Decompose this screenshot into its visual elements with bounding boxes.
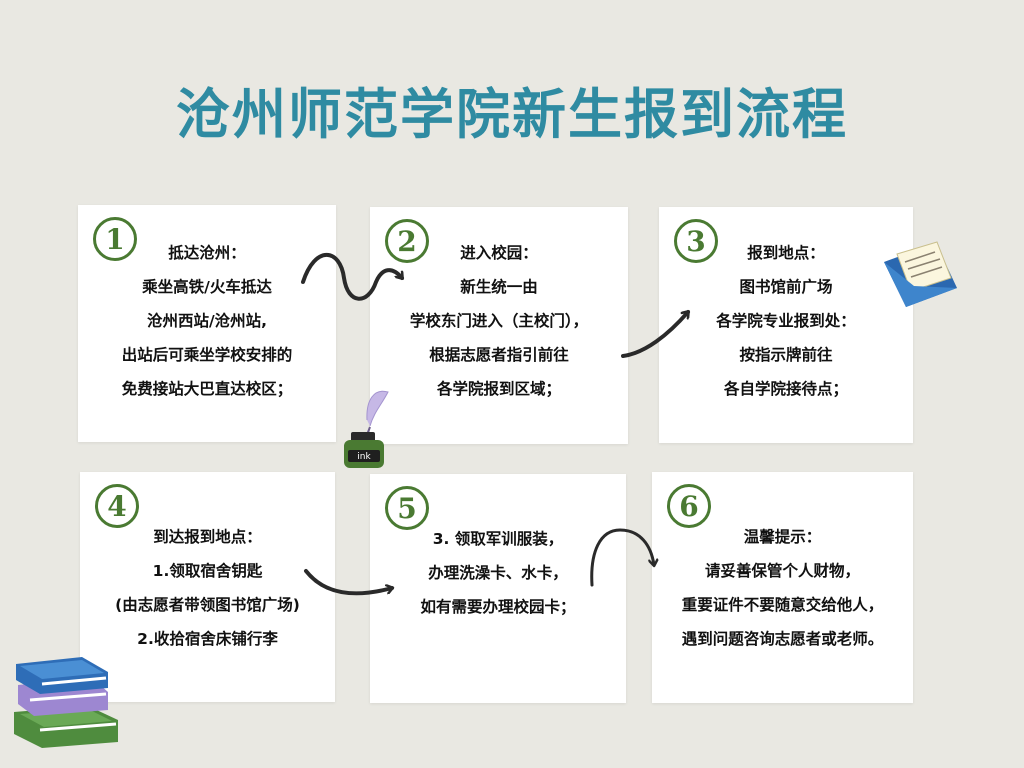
step-text-3: 报到地点： 图书馆前广场 各学院专业报到处： 按指示牌前往 各自学院接待点； [659, 236, 913, 406]
step-6-line: 重要证件不要随意交给他人， [681, 596, 884, 614]
flow-arrow-2-3 [621, 312, 690, 358]
step-4-line: (由志愿者带领图书馆广场) [115, 596, 300, 614]
book-stack-icon [14, 657, 118, 748]
step-4-line: 2.收拾宿舍床铺行李 [137, 630, 278, 648]
flow-arrow-4-5 [304, 569, 392, 596]
step-number-5: 5 [385, 486, 429, 530]
step-1-line: 抵达沧州： [168, 244, 246, 262]
ink-bottle-icon: ink [344, 390, 389, 468]
step-text-2: 进入校园： 新生统一由 学校东门进入（主校门）， 根据志愿者指引前往 各学院报到… [370, 236, 628, 406]
step-5-line: 办理洗澡卡、水卡， [428, 564, 568, 582]
step-1-line: 出站后可乘坐学校安排的 [121, 346, 293, 364]
step-text-4: 到达报到地点： 1.领取宿舍钥匙 (由志愿者带领图书馆广场) 2.收拾宿舍床铺行… [80, 520, 335, 656]
step-card-1: 1 抵达沧州： 乘坐高铁/火车抵达 沧州西站/沧州站, 出站后可乘坐学校安排的 … [78, 205, 336, 442]
step-6-line: 温馨提示： [743, 528, 822, 546]
step-1-line: 免费接站大巴直达校区； [121, 380, 293, 398]
step-number-3: 3 [674, 219, 718, 263]
step-card-4: 4 到达报到地点： 1.领取宿舍钥匙 (由志愿者带领图书馆广场) 2.收拾宿舍床… [80, 472, 335, 702]
step-4-line: 1.领取宿舍钥匙 [152, 562, 263, 580]
step-text-5: 3. 领取军训服装， 办理洗澡卡、水卡， 如有需要办理校园卡； [370, 522, 626, 624]
step-number-2: 2 [385, 219, 429, 263]
step-2-line: 根据志愿者指引前往 [429, 346, 569, 364]
step-card-5: 5 3. 领取军训服装， 办理洗澡卡、水卡， 如有需要办理校园卡； [370, 474, 626, 703]
step-5-line: 如有需要办理校园卡； [420, 598, 576, 616]
step-1-line: 乘坐高铁/火车抵达 [142, 278, 272, 296]
step-2-line: 各学院报到区域； [436, 380, 561, 398]
step-3-line: 图书馆前广场 [739, 278, 833, 296]
step-4-line: 到达报到地点： [153, 528, 262, 546]
step-3-line: 报到地点： [747, 244, 825, 262]
step-card-3: 3 报到地点： 图书馆前广场 各学院专业报到处： 按指示牌前往 各自学院接待点； [659, 207, 913, 443]
step-2-line: 学校东门进入（主校门）， [409, 312, 589, 330]
step-2-line: 新生统一由 [460, 278, 538, 296]
step-2-line: 进入校园： [460, 244, 538, 262]
step-number-4: 4 [95, 484, 139, 528]
step-text-1: 抵达沧州： 乘坐高铁/火车抵达 沧州西站/沧州站, 出站后可乘坐学校安排的 免费… [78, 236, 336, 406]
step-3-line: 各自学院接待点； [723, 380, 848, 398]
step-6-line: 遇到问题咨询志愿者或老师。 [681, 630, 884, 648]
step-text-6: 温馨提示： 请妥善保管个人财物， 重要证件不要随意交给他人， 遇到问题咨询志愿者… [652, 520, 913, 656]
step-card-2: 2 进入校园： 新生统一由 学校东门进入（主校门）， 根据志愿者指引前往 各学院… [370, 207, 628, 444]
step-6-line: 请妥善保管个人财物， [704, 562, 860, 580]
step-number-6: 6 [667, 484, 711, 528]
step-3-line: 按指示牌前往 [739, 346, 833, 364]
flow-arrow-1-2 [301, 252, 404, 301]
step-5-line: 3. 领取军训服装， [432, 530, 564, 548]
page-title: 沧州师范学院新生报到流程 [176, 83, 848, 146]
ink-label: ink [357, 452, 371, 462]
step-3-line: 各学院专业报到处： [716, 312, 856, 330]
step-1-line: 沧州西站/沧州站, [146, 312, 268, 330]
envelope-icon [884, 241, 957, 307]
step-card-6: 6 温馨提示： 请妥善保管个人财物， 重要证件不要随意交给他人， 遇到问题咨询志… [652, 472, 913, 703]
flow-arrow-5-6 [590, 528, 654, 587]
step-number-1: 1 [93, 217, 137, 261]
